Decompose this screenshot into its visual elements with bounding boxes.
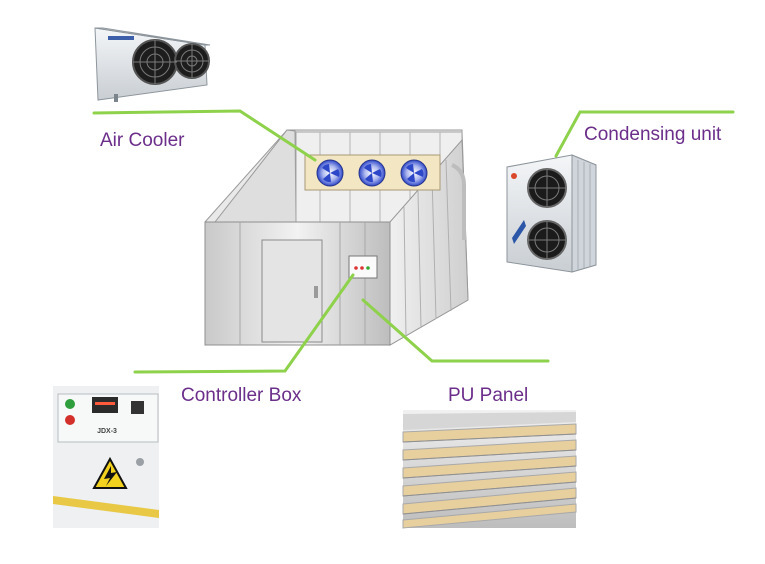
leader-lines (92, 109, 735, 374)
label-controller-box: Controller Box (181, 385, 302, 406)
leader-line-controller-box (133, 273, 355, 374)
leader-line-air-cooler (92, 109, 317, 162)
controller-model-plate: JDX-3 (97, 428, 117, 435)
leader-line-pu-panel (361, 298, 550, 363)
label-pu-panel: PU Panel (448, 385, 529, 406)
cold-room (204, 129, 469, 346)
room-fan-icon (316, 159, 428, 187)
room-door (261, 239, 323, 343)
controller-box-image: JDX-3 (53, 386, 159, 528)
label-condensing-unit: Condensing unit (584, 124, 722, 145)
pu-panel-image (402, 410, 577, 529)
label-air-cooler: Air Cooler (100, 130, 185, 151)
air-cooler-image (94, 27, 211, 102)
leader-line-condensing-unit (554, 110, 735, 158)
condensing-unit-image (506, 154, 597, 273)
